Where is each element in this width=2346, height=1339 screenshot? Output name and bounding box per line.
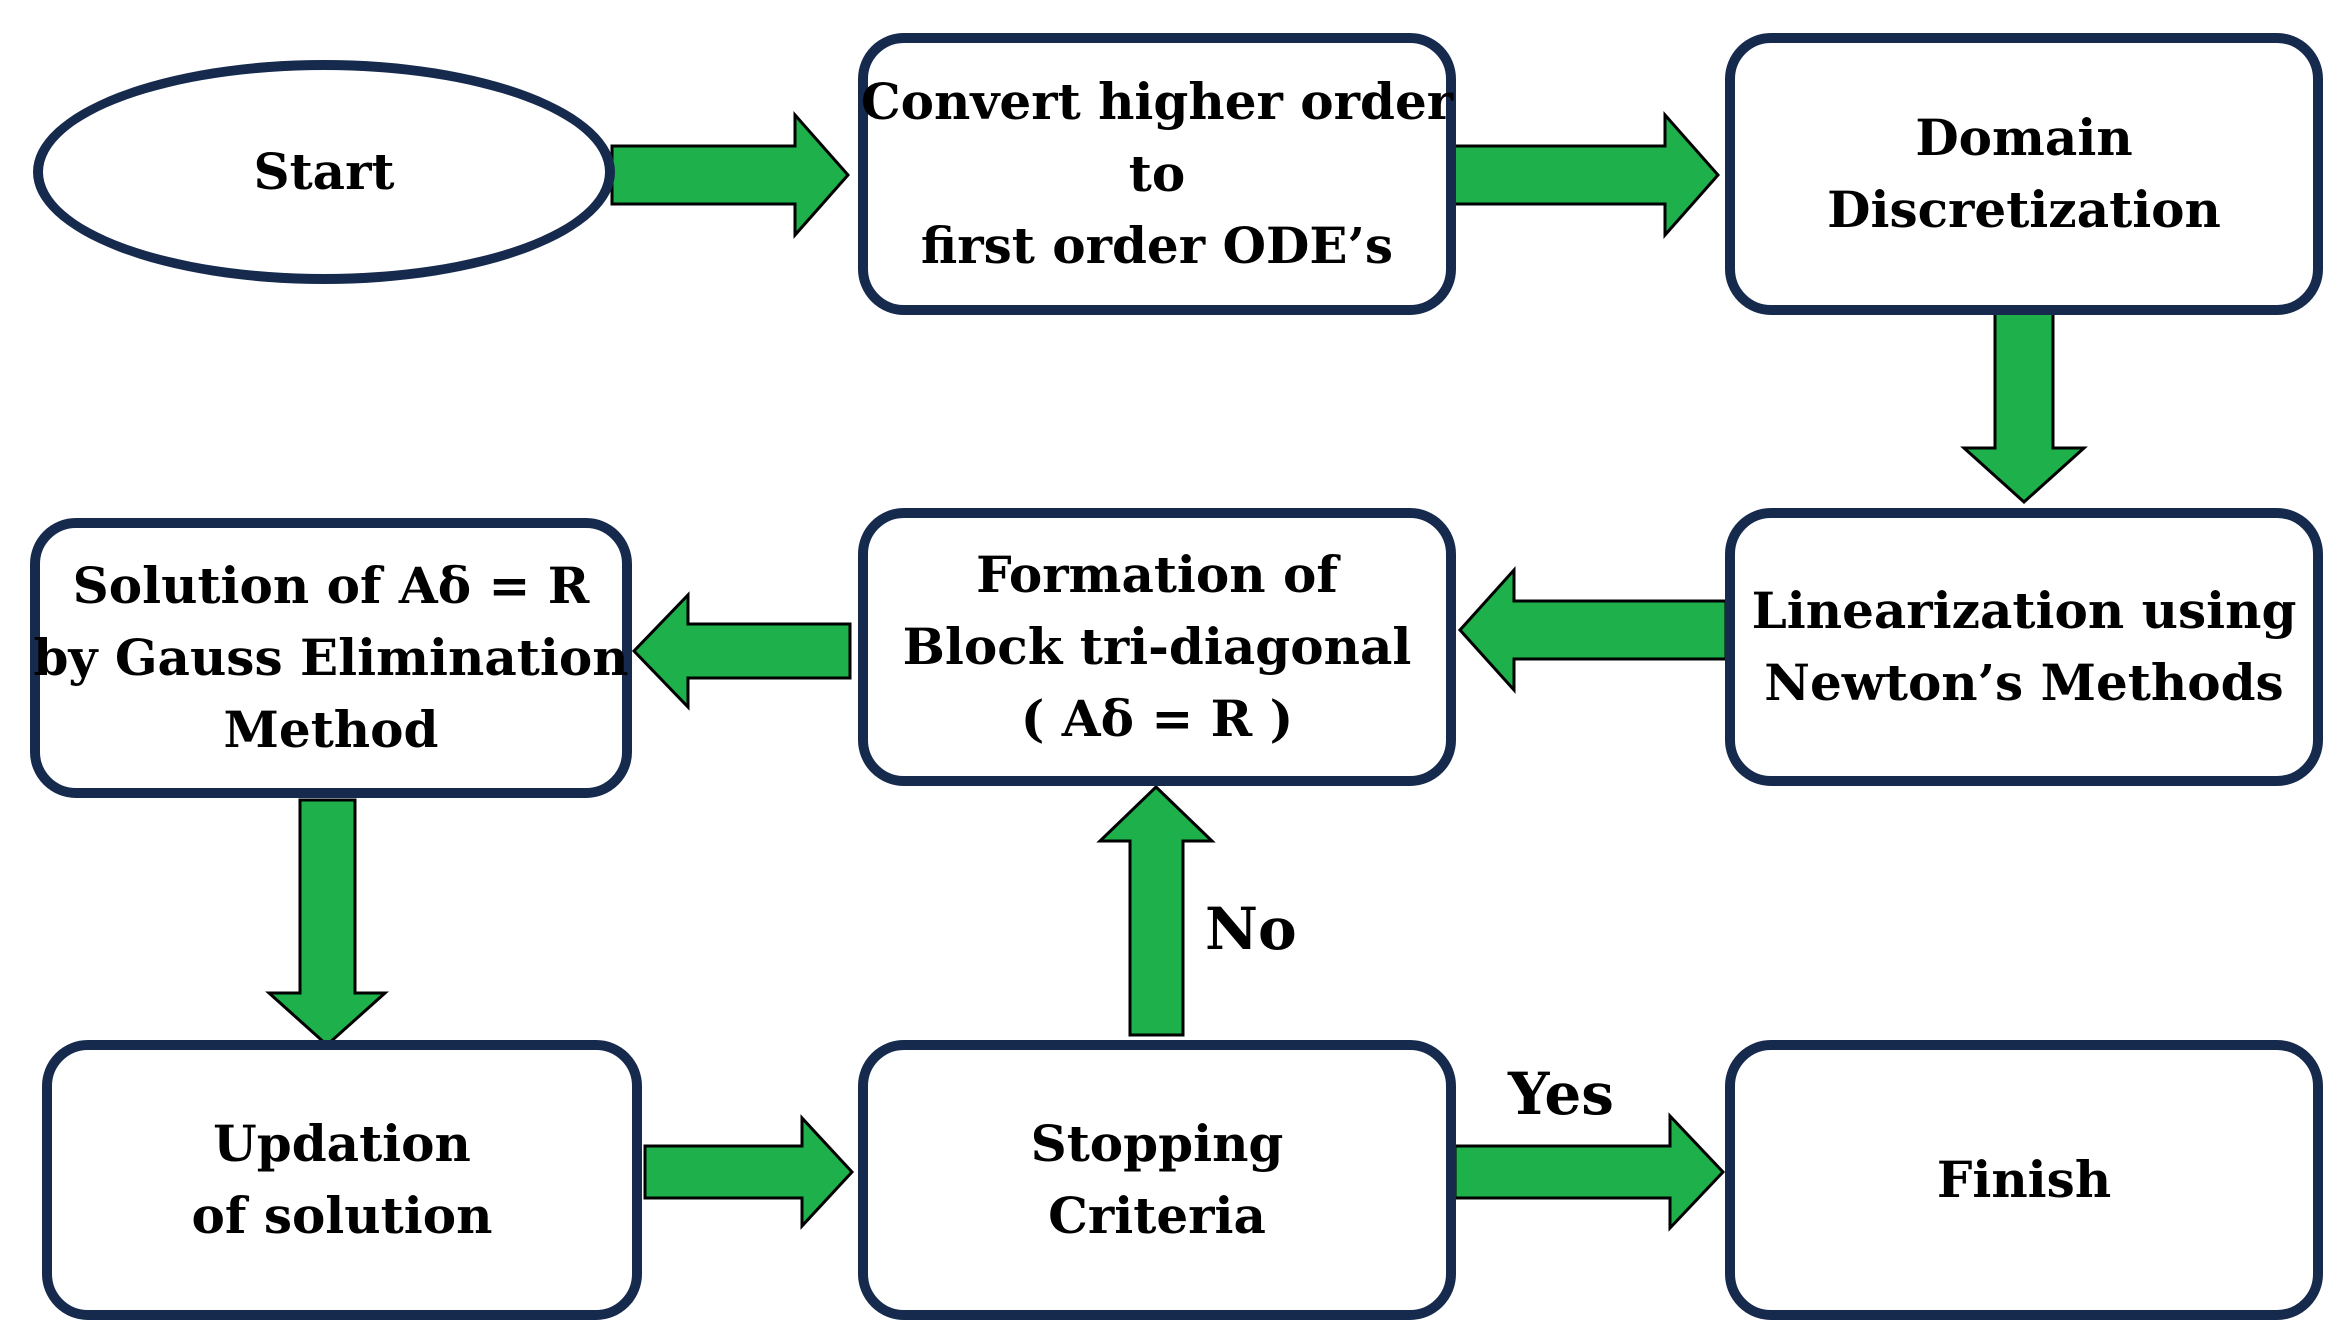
linearization-node: Linearization using Newton’s Methods — [1725, 508, 2323, 786]
arrow-block-to-solution — [631, 591, 852, 711]
stopping-criteria-node: Stopping Criteria — [858, 1040, 1456, 1320]
arrow-linearization-to-block — [1457, 566, 1728, 694]
block-tridiagonal-node: Formation of Block tri-diagonal ( Aδ = R… — [858, 508, 1456, 786]
arrow-solution-to-update — [265, 798, 389, 1048]
solution-label: Solution of Aδ = R by Gauss Elimination … — [33, 556, 629, 759]
domain-label: Domain Discretization — [1827, 108, 2221, 239]
no-edge-label: No — [1205, 895, 1297, 963]
linearization-label: Linearization using Newton’s Methods — [1751, 581, 2297, 712]
updation-label: Updation of solution — [191, 1114, 493, 1245]
start-label: Start — [253, 142, 395, 201]
arrow-stopping-to-finish — [1453, 1112, 1726, 1232]
arrow-domain-to-linearization — [1960, 308, 2088, 505]
arrow-update-to-stopping — [643, 1114, 855, 1230]
stopping-label: Stopping Criteria — [1030, 1114, 1284, 1245]
arrow-start-to-convert — [610, 111, 851, 239]
updation-node: Updation of solution — [42, 1040, 642, 1320]
block-label: Formation of Block tri-diagonal ( Aδ = R… — [902, 545, 1412, 748]
convert-node: Convert higher order to first order ODE’… — [858, 33, 1456, 315]
domain-node: Domain Discretization — [1725, 33, 2323, 315]
arrow-stopping-to-block — [1096, 784, 1216, 1037]
gauss-solution-node: Solution of Aδ = R by Gauss Elimination … — [30, 518, 632, 798]
convert-label: Convert higher order to first order ODE’… — [860, 72, 1454, 275]
finish-label: Finish — [1936, 1150, 2112, 1209]
start-node: Start — [33, 60, 615, 284]
yes-edge-label: Yes — [1508, 1060, 1614, 1128]
arrow-convert-to-domain — [1450, 111, 1721, 239]
finish-node: Finish — [1725, 1040, 2323, 1320]
